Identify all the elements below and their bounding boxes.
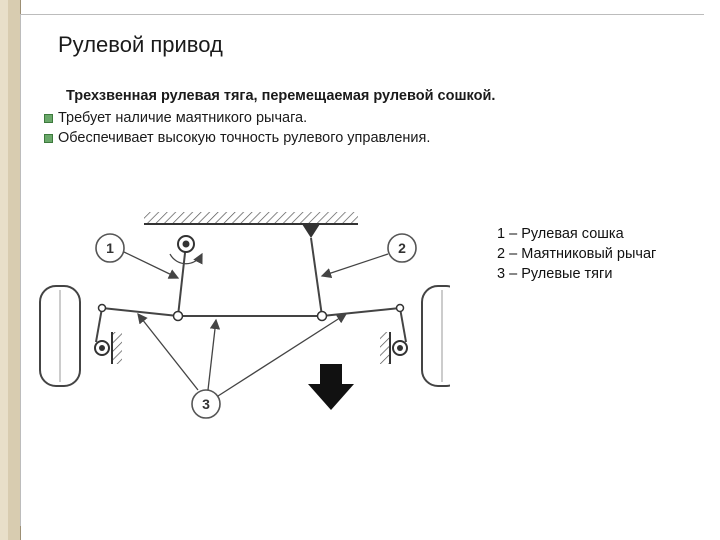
- slide-title: Рулевой привод: [58, 32, 223, 57]
- legend-list: 1 – Рулевая сошка 2 – Маятниковый рычаг …: [497, 224, 656, 284]
- bullet-item: Требует наличие маятникого рычага.: [44, 108, 430, 128]
- callout-3-label: 3: [202, 396, 210, 412]
- callout-3: 3: [137, 312, 348, 419]
- legend-text: – Маятниковый рычаг: [505, 246, 657, 262]
- pitman-arm: [169, 235, 203, 317]
- callout-2: 2: [320, 233, 417, 279]
- idler-arm: [302, 224, 323, 317]
- right-wheel: [421, 285, 450, 387]
- square-bullet-icon: [44, 134, 53, 143]
- forward-direction-arrow: [308, 364, 354, 410]
- left-kingpin-mount: [94, 332, 122, 364]
- bullet-text: Требует наличие маятникого рычага.: [58, 110, 308, 126]
- slide-frame: [20, 14, 704, 526]
- callout-1: 1: [95, 233, 180, 279]
- legend-item: 1 – Рулевая сошка: [497, 224, 656, 244]
- steering-linkage-diagram: 1 2 3: [39, 212, 450, 419]
- right-kingpin-mount: [380, 332, 408, 364]
- legend-item: 2 – Маятниковый рычаг: [497, 244, 656, 264]
- legend-number: 2: [497, 246, 506, 262]
- left-accent-stripe: [8, 0, 20, 540]
- bullet-list: Требует наличие маятникого рычага. Обесп…: [44, 108, 430, 148]
- callout-1-label: 1: [106, 240, 114, 256]
- bullet-item: Обеспечивает высокую точность рулевого у…: [44, 128, 430, 148]
- legend-text: – Рулевые тяги: [505, 266, 613, 282]
- legend-number: 3: [497, 266, 506, 282]
- legend-item: 3 – Рулевые тяги: [497, 264, 656, 284]
- joints: [97, 303, 405, 322]
- bullet-text: Обеспечивает высокую точность рулевого у…: [58, 130, 431, 146]
- left-wheel: [39, 285, 81, 387]
- left-accent-bar: [0, 0, 21, 540]
- square-bullet-icon: [44, 114, 53, 123]
- legend-number: 1: [497, 226, 506, 242]
- vehicle-frame-beam: [144, 212, 358, 225]
- steering-arms: [95, 307, 407, 343]
- legend-text: – Рулевая сошка: [505, 226, 624, 242]
- slide-subhead: Трехзвенная рулевая тяга, перемещаемая р…: [66, 88, 496, 104]
- tie-rods: [101, 307, 401, 317]
- callout-2-label: 2: [398, 240, 406, 256]
